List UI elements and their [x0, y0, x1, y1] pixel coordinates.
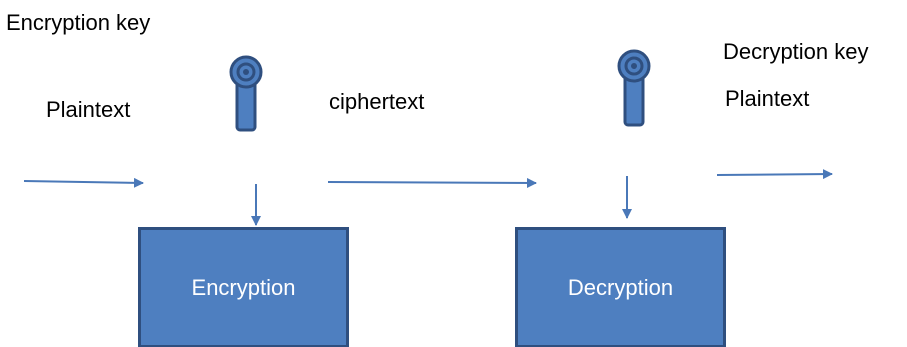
- plaintext-input-arrow: [23, 177, 144, 188]
- encryption-key-label: Encryption key: [6, 10, 151, 35]
- encryption-key-icon: [229, 55, 263, 132]
- decryption-box: Decryption: [515, 227, 726, 347]
- encryption-box-label: Encryption: [191, 274, 296, 300]
- decryption-key-label: Decryption key: [723, 39, 869, 64]
- decryption-key-icon: [617, 49, 651, 127]
- plaintext-output-arrow: [716, 169, 833, 180]
- ciphertext-arrow: [327, 177, 537, 188]
- plaintext-output-label: Plaintext: [725, 86, 810, 111]
- encryption-box: Encryption: [138, 227, 349, 347]
- decryption-box-label: Decryption: [567, 274, 674, 300]
- ciphertext-label: ciphertext: [329, 89, 425, 114]
- plaintext-input-label: Plaintext: [46, 97, 131, 122]
